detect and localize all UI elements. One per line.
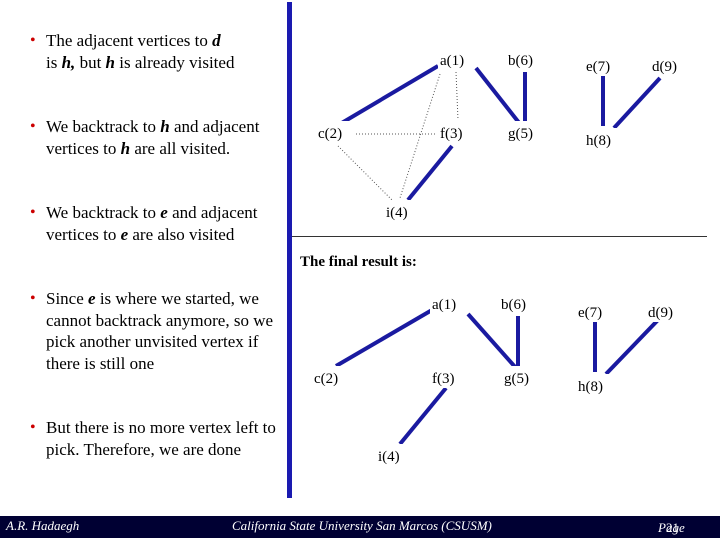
node-bg-a [438,49,475,69]
node-f: f(3) [440,126,463,142]
final-node-bg-d [646,300,686,322]
final-node-bg-a [430,292,468,314]
final-node-bg-h [576,374,616,396]
node-g: g(5) [508,126,533,142]
node-c: c(2) [318,126,342,142]
bullet-4: • Since e is where we started, we cannot… [30,289,274,373]
page-label: Page [658,520,685,535]
horizontal-divider [292,236,707,237]
edge-f-i [406,144,454,202]
node-b: b(6) [508,53,533,69]
final-node-bg-b [499,292,537,314]
node-bg-b [506,49,544,69]
bullet-dot: • [30,118,36,135]
final-node-bg-e [576,300,614,322]
bullet-1: • The adjacent vertices to d is h, but h… [30,31,235,72]
dfs-graph-diagram: a(1) b(6) e(7) d(9) c(2) f(3) g(5) h(8) … [312,49,690,466]
bullet-dot: • [30,290,36,307]
bullet-2: • We backtrack to h and adjacent vertice… [30,117,260,158]
final-node-bg-c [312,366,350,388]
edge-a-g [474,66,522,126]
edge-a-c [338,64,440,126]
vertical-divider [287,2,292,498]
final-node-a: a(1) [432,297,456,313]
bullet-5: • But there is no more vertex left to pi… [30,418,276,459]
final-node-i: i(4) [378,449,400,465]
node-bg-f [438,121,474,143]
final-edge-f-i [398,386,448,446]
node-d: d(9) [652,59,677,75]
node-h: h(8) [586,133,611,149]
final-node-h: h(8) [578,379,603,395]
final-node-bg-f [430,366,466,388]
final-node-g: g(5) [504,371,529,387]
final-node-d: d(9) [648,305,673,321]
final-node-c: c(2) [314,371,338,387]
final-node-bg-i [376,444,410,466]
node-bg-c [316,121,354,143]
edge-c-i-dotted [337,145,393,201]
edge-d-h [612,76,662,130]
bullet-3: • We backtrack to e and adjacent vertice… [30,203,258,244]
node-i: i(4) [386,205,408,221]
final-node-b: b(6) [501,297,526,313]
edge-a-f-dotted [455,71,459,121]
final-result-label: The final result is: [300,254,417,270]
final-edge-a-g [466,312,518,370]
final-edge-d-h [604,318,660,376]
node-a: a(1) [440,53,464,69]
node-bg-e [584,54,622,76]
bullet-dot: • [30,204,36,221]
final-edge-a-c [334,308,434,368]
top-graph: a(1) b(6) e(7) d(9) c(2) f(3) g(5) h(8) … [316,49,690,222]
bullet-dot: • [30,32,36,49]
bullet-list: • The adjacent vertices to d is h, but h… [28,30,278,460]
node-bg-d [650,54,690,76]
footer-author: A.R. Hadaegh [6,518,80,533]
bottom-graph: a(1) b(6) e(7) d(9) c(2) f(3) g(5) h(8) … [312,292,686,466]
final-node-f: f(3) [432,371,455,387]
edge-a-i-dotted [399,73,441,199]
final-node-e: e(7) [578,305,602,321]
footer-institution: California State University San Marcos (… [232,518,492,533]
page-number: 21 [666,520,679,535]
bullet-dot: • [30,419,36,436]
node-bg-h [584,128,624,150]
node-bg-i [384,200,418,222]
footer-bar: A.R. Hadaegh California State University… [0,516,720,538]
node-e: e(7) [586,59,610,75]
node-bg-g [506,121,544,143]
final-node-bg-g [502,366,540,388]
